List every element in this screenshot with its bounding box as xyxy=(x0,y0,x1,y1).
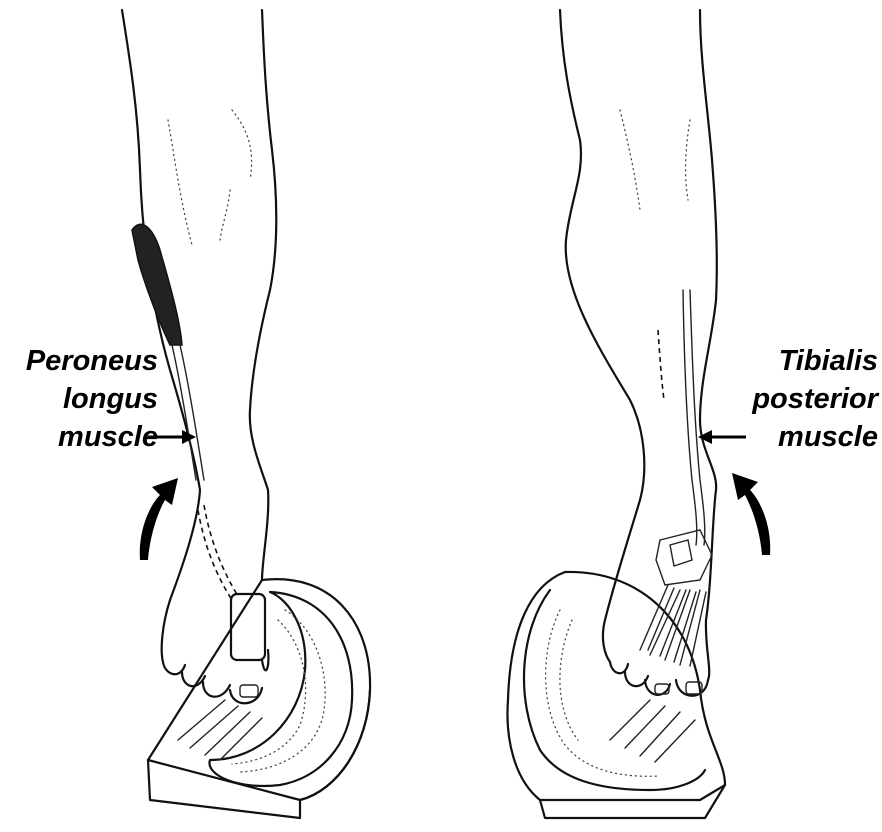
left-rotation-arrow-icon xyxy=(140,478,178,560)
label-line: muscle xyxy=(8,418,158,456)
label-line: Tibialis xyxy=(722,342,878,380)
peroneus-longus-label: Peroneus longus muscle xyxy=(8,342,158,456)
peroneus-longus-muscle-shape xyxy=(132,224,182,345)
left-leg-figure xyxy=(122,10,370,818)
label-line: longus xyxy=(8,380,158,418)
label-line: muscle xyxy=(722,418,878,456)
label-line: posterior xyxy=(722,380,878,418)
right-leg-outline xyxy=(560,10,717,696)
right-rotation-arrow-icon xyxy=(732,473,770,555)
label-line: Peroneus xyxy=(8,342,158,380)
left-balance-board xyxy=(148,579,370,818)
tibialis-posterior-label: Tibialis posterior muscle xyxy=(722,342,878,456)
